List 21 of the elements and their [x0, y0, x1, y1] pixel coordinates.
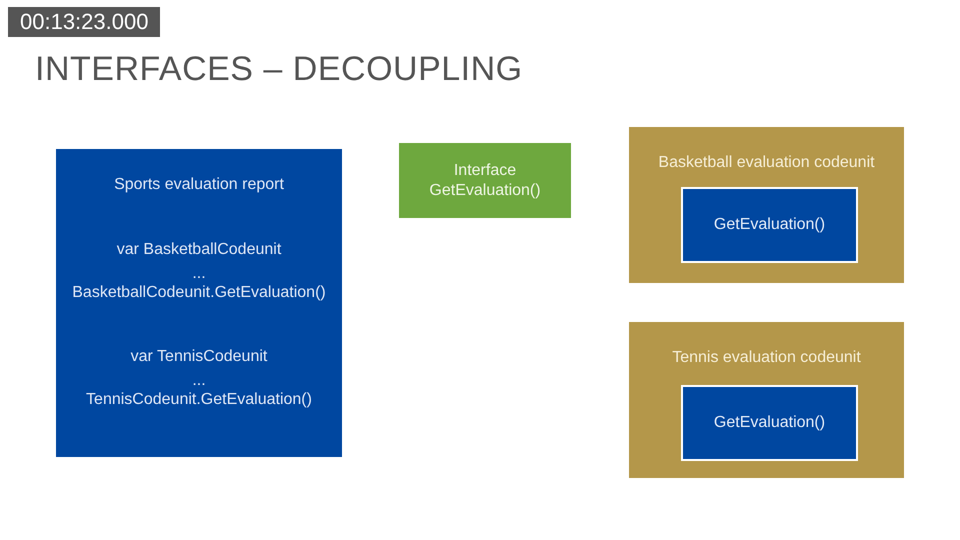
box-text: ...	[191, 264, 207, 284]
box-heading: Sports evaluation report	[113, 175, 285, 195]
box-text: Basketball evaluation codeunit	[657, 153, 876, 173]
codeunit-box	[629, 322, 904, 478]
slide-title: INTERFACES – DECOUPLING	[35, 50, 523, 89]
method-box	[681, 385, 858, 461]
box-text: GetEvaluation()	[712, 215, 826, 235]
box-text: Interface	[452, 161, 518, 181]
box-text: TennisCodeunit.GetEvaluation()	[85, 390, 313, 410]
box-text: GetEvaluation()	[428, 181, 542, 201]
codeunit-box	[56, 149, 342, 457]
method-box	[681, 187, 858, 263]
box-text: ...	[191, 371, 207, 391]
box-text: var TennisCodeunit	[130, 347, 268, 367]
box-text: BasketballCodeunit.GetEvaluation()	[71, 283, 327, 303]
box-text: var BasketballCodeunit	[116, 240, 282, 260]
box-text: GetEvaluation()	[712, 413, 826, 433]
box-text: Tennis evaluation codeunit	[671, 348, 862, 368]
timestamp-label: 00:13:23.000	[8, 7, 160, 37]
interface-box	[399, 143, 571, 218]
codeunit-box	[629, 127, 904, 283]
